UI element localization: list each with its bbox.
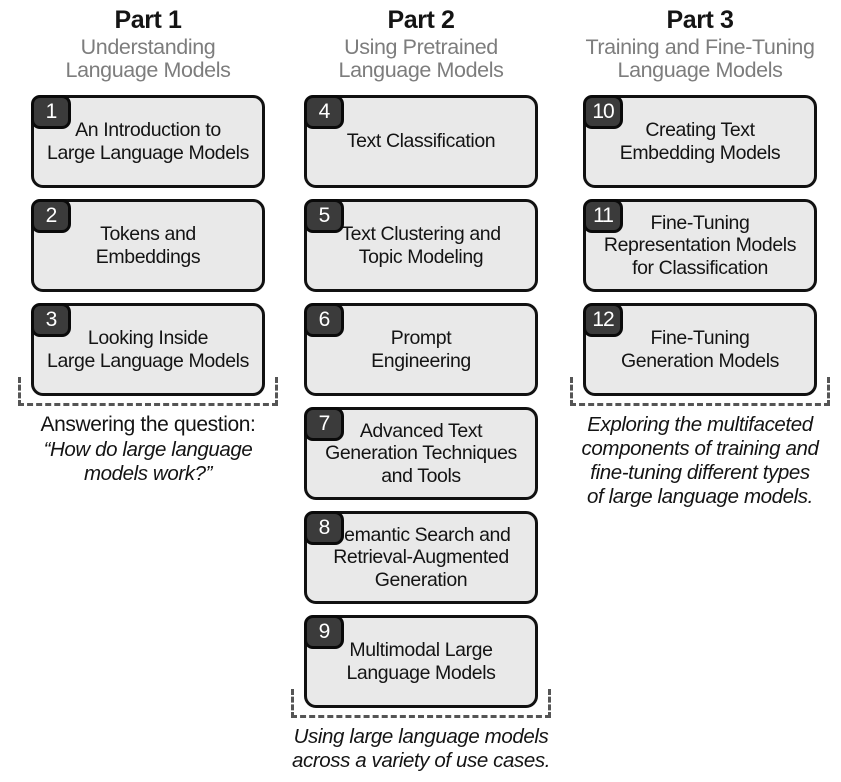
chapter-title: Tokens and Embeddings [95, 223, 201, 268]
chapter-number-badge: 4 [304, 95, 344, 129]
part-2-column: Part 2 Using Pretrained Language Models … [290, 0, 552, 773]
chapter-number-badge: 1 [31, 95, 71, 129]
chapter-title: Advanced Text Generation Techniques and … [325, 419, 517, 487]
chapter-box-1: 1 An Introduction to Large Language Mode… [31, 95, 265, 188]
part-1-caption: Answering the question: “How do large la… [17, 413, 279, 486]
part-1-caption-lead: Answering the question: [40, 413, 256, 436]
part-3-column: Part 3 Training and Fine-Tuning Language… [569, 0, 831, 509]
chapter-box-5: 5 Text Clustering and Topic Modeling [304, 199, 538, 292]
part-2-caption: Using large language models across a var… [290, 725, 552, 773]
chapter-box-8: 8 Semantic Search and Retrieval-Augmente… [304, 511, 538, 604]
chapter-box-6: 6 Prompt Engineering [304, 303, 538, 396]
part-1-chapter-stack: 1 An Introduction to Large Language Mode… [17, 95, 279, 406]
chapter-box-7: 7 Advanced Text Generation Techniques an… [304, 407, 538, 500]
chapter-box-2: 2 Tokens and Embeddings [31, 199, 265, 292]
chapter-number-badge: 3 [31, 303, 71, 337]
part-3-subtitle: Training and Fine-Tuning Language Models [585, 35, 815, 83]
chapter-box-10: 10 Creating Text Embedding Models [583, 95, 817, 188]
part-2-title: Part 2 [387, 6, 455, 34]
chapter-number-badge: 2 [31, 199, 71, 233]
chapter-title: Fine-Tuning Generation Models [621, 327, 779, 372]
part-3-title: Part 3 [666, 6, 734, 34]
chapter-number-badge: 7 [304, 407, 344, 441]
chapter-title: An Introduction to Large Language Models [47, 119, 249, 164]
chapter-title: Creating Text Embedding Models [619, 119, 781, 164]
chapter-title: Fine-Tuning Representation Models for Cl… [603, 211, 797, 279]
part-2-subtitle: Using Pretrained Language Models [338, 35, 504, 83]
chapter-box-11: 11 Fine-Tuning Representation Models for… [583, 199, 817, 292]
chapter-title: Text Classification [346, 130, 496, 153]
part-2-caption-italic: Using large language models across a var… [291, 725, 551, 772]
part-3-header: Part 3 Training and Fine-Tuning Language… [569, 7, 831, 95]
part-1-title: Part 1 [114, 6, 182, 34]
part-3-chapter-stack: 10 Creating Text Embedding Models 11 Fin… [569, 95, 831, 406]
part-3-caption-italic: Exploring the multifaceted components of… [581, 413, 819, 508]
chapter-box-3: 3 Looking Inside Large Language Models [31, 303, 265, 396]
part-2-chapter-stack: 4 Text Classification 5 Text Clustering … [290, 95, 552, 718]
chapter-number-badge: 10 [583, 95, 623, 129]
chapter-number-badge: 9 [304, 615, 344, 649]
part-1-caption-italic: “How do large language models work?” [43, 437, 253, 485]
chapter-number-badge: 8 [304, 511, 344, 545]
part-1-header: Part 1 Understanding Language Models [17, 7, 279, 95]
chapter-title: Text Clustering and Topic Modeling [341, 223, 501, 268]
chapter-title: Prompt Engineering [371, 327, 471, 372]
chapter-number-badge: 5 [304, 199, 344, 233]
chapter-box-9: 9 Multimodal Large Language Models [304, 615, 538, 708]
chapter-title: Multimodal Large Language Models [346, 639, 496, 684]
chapter-title: Looking Inside Large Language Models [47, 327, 249, 372]
part-1-column: Part 1 Understanding Language Models 1 A… [17, 0, 279, 486]
chapter-number-badge: 12 [583, 303, 623, 337]
chapter-box-12: 12 Fine-Tuning Generation Models [583, 303, 817, 396]
part-2-header: Part 2 Using Pretrained Language Models [290, 7, 552, 95]
chapter-title: Semantic Search and Retrieval-Augmented … [331, 523, 511, 591]
part-1-subtitle: Understanding Language Models [65, 35, 231, 83]
chapter-box-4: 4 Text Classification [304, 95, 538, 188]
chapter-number-badge: 6 [304, 303, 344, 337]
part-3-caption: Exploring the multifaceted components of… [569, 413, 831, 509]
chapter-number-badge: 11 [583, 199, 623, 233]
